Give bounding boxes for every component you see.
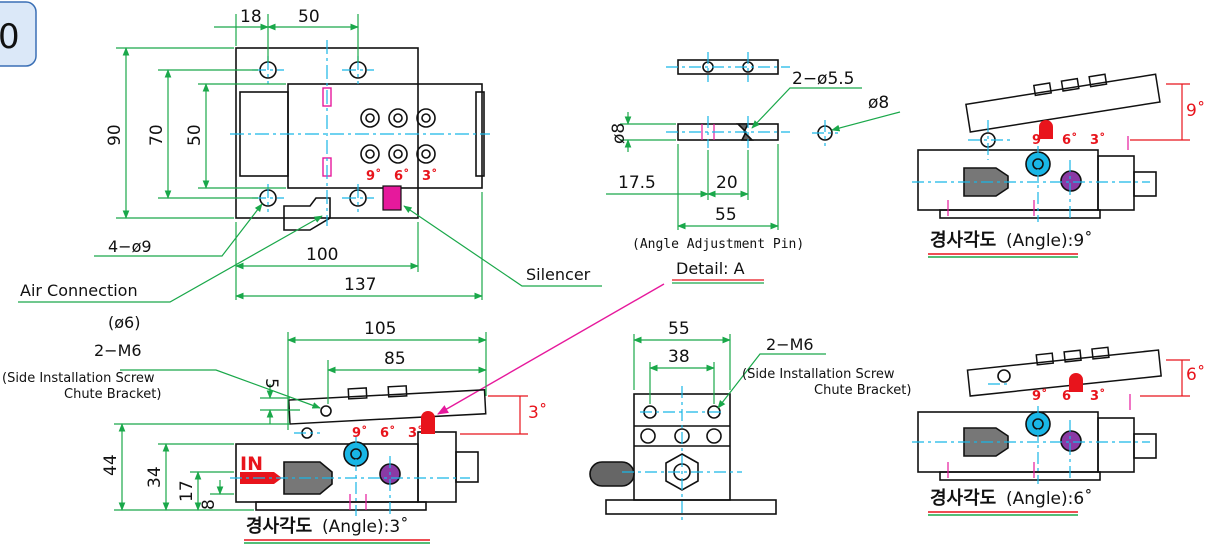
silencer-label: Silencer bbox=[526, 265, 591, 284]
dim-50-top: 50 bbox=[298, 7, 320, 27]
holes-label: 4−ø9 bbox=[108, 237, 152, 256]
pin-dia-8: ø8 bbox=[609, 123, 629, 144]
dim-38: 38 bbox=[668, 347, 690, 367]
svg-text:경사각도: 경사각도 bbox=[930, 488, 996, 509]
angle-9-dim: 9˚ bbox=[1186, 100, 1205, 121]
svg-text:경사각도: 경사각도 bbox=[246, 516, 312, 537]
svg-text:3˚: 3˚ bbox=[1090, 388, 1106, 404]
side-screw-right-line1: (Side Installation Screw bbox=[742, 367, 895, 382]
svg-text:6˚: 6˚ bbox=[1062, 132, 1078, 148]
dim-90: 90 bbox=[105, 124, 125, 146]
svg-text:0: 0 bbox=[0, 17, 20, 57]
silencer-icon bbox=[382, 185, 402, 211]
dim-70: 70 bbox=[147, 124, 167, 146]
dim-85: 85 bbox=[384, 349, 406, 369]
dim-44: 44 bbox=[101, 454, 121, 476]
svg-text:(Angle):9˚: (Angle):9˚ bbox=[1006, 230, 1093, 251]
svg-text:9˚: 9˚ bbox=[352, 425, 368, 441]
top-center-lines bbox=[230, 40, 490, 226]
pin-hole-dia: 2−ø5.5 bbox=[792, 69, 855, 89]
svg-text:(Angle):3˚: (Angle):3˚ bbox=[322, 516, 409, 537]
side-screw-left-line1: (Side Installation Screw bbox=[2, 371, 155, 386]
angle-3-dim: 3˚ bbox=[528, 402, 547, 423]
dim-55-pin: 55 bbox=[715, 205, 737, 225]
air-size-label: (ø6) bbox=[108, 313, 140, 332]
figure-badge: 0 bbox=[0, 1, 37, 67]
port-circles bbox=[360, 108, 436, 164]
svg-text:3˚: 3˚ bbox=[422, 168, 438, 184]
dim-50-vertical: 50 bbox=[185, 124, 205, 146]
dim-8: 8 bbox=[199, 499, 219, 510]
end-view bbox=[589, 393, 777, 515]
angle-6-dim: 6˚ bbox=[1186, 364, 1205, 385]
dim-17-5: 17.5 bbox=[618, 173, 656, 193]
dim-100: 100 bbox=[306, 245, 338, 265]
caption-angle-6: 경사각도 (Angle):6˚ bbox=[928, 488, 1093, 516]
side-screw-left-line2: Chute Bracket) bbox=[64, 387, 161, 402]
svg-text:3˚: 3˚ bbox=[1090, 132, 1106, 148]
dim-18: 18 bbox=[240, 7, 262, 27]
pin-caption: (Angle Adjustment Pin) bbox=[632, 237, 804, 252]
m6-right-label: 2−M6 bbox=[766, 335, 814, 354]
in-port-label: IN bbox=[240, 453, 263, 475]
top-view bbox=[235, 47, 485, 231]
dim-17: 17 bbox=[177, 480, 197, 502]
svg-text:(Angle):6˚: (Angle):6˚ bbox=[1006, 488, 1093, 509]
dim-55-end: 55 bbox=[668, 319, 690, 339]
svg-text:6˚: 6˚ bbox=[394, 168, 410, 184]
pin-dimension-lines bbox=[606, 87, 901, 230]
svg-text:6˚: 6˚ bbox=[380, 425, 396, 441]
dim-137: 137 bbox=[344, 275, 376, 295]
svg-text:경사각도: 경사각도 bbox=[930, 230, 996, 251]
svg-text:9˚: 9˚ bbox=[1032, 132, 1048, 148]
dim-34: 34 bbox=[145, 466, 165, 488]
caption-angle-3: 경사각도 (Angle):3˚ bbox=[244, 516, 430, 544]
caption-angle-9: 경사각도 (Angle):9˚ bbox=[928, 230, 1093, 258]
svg-text:9˚: 9˚ bbox=[1032, 388, 1048, 404]
svg-text:9˚: 9˚ bbox=[366, 168, 382, 184]
air-connection-label: Air Connection bbox=[20, 281, 138, 300]
svg-text:3˚: 3˚ bbox=[408, 425, 424, 441]
dim-105: 105 bbox=[364, 319, 396, 339]
side-view-3deg: 9˚ 6˚ 3˚ IN bbox=[114, 332, 528, 516]
pin-side-dia-8: ø8 bbox=[868, 93, 889, 113]
side-view-6deg: 9˚ 6˚ 3˚ 6˚ bbox=[912, 346, 1205, 484]
m6-left-label: 2−M6 bbox=[94, 341, 142, 360]
side-screw-right-line2: Chute Bracket) bbox=[814, 383, 911, 398]
dim-5: 5 bbox=[261, 378, 281, 389]
detail-label: Detail: A bbox=[676, 259, 745, 278]
svg-text:6˚: 6˚ bbox=[1062, 388, 1078, 404]
dim-20: 20 bbox=[716, 173, 738, 193]
top-dimension-lines bbox=[18, 14, 602, 303]
side-view-9deg: 9˚ 6˚ 3˚ 9˚ bbox=[912, 73, 1205, 222]
